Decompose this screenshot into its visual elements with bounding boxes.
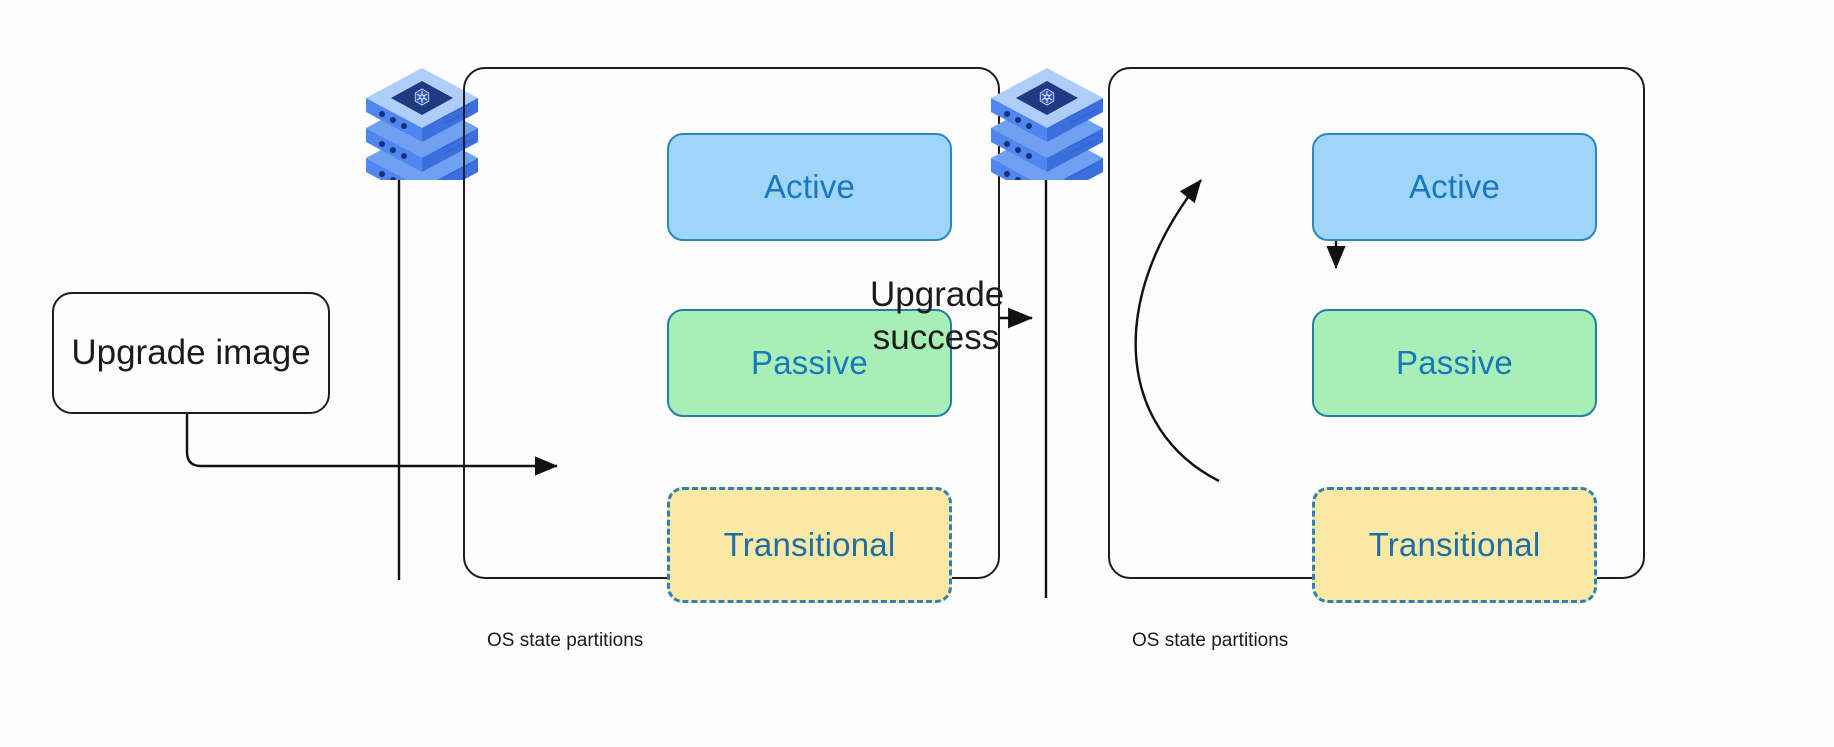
state-label-passive-before: Passive — [751, 344, 868, 381]
state-label-active-after: Active — [1408, 168, 1501, 205]
transition-label-line2: success — [872, 317, 1000, 357]
state-box-transitional-after[interactable]: Transitional — [1312, 487, 1597, 603]
state-label-passive-after: Passive — [1396, 344, 1513, 381]
state-box-active-after[interactable]: Active — [1312, 133, 1597, 241]
state-box-passive-before[interactable]: Passive — [667, 309, 952, 417]
transition-label-line1: Upgrade — [870, 275, 1005, 314]
state-box-transitional-before[interactable]: Transitional — [667, 487, 952, 603]
state-label-transitional-after: Transitional — [1368, 526, 1541, 563]
kubernetes-server-stack-icon-after — [985, 40, 1109, 202]
state-label-active-before: Active — [763, 168, 856, 205]
panel-caption-after: OS state partitions — [1132, 630, 1289, 651]
panel-caption-before: OS state partitions — [487, 630, 644, 651]
upgrade-image-box[interactable]: Upgrade image — [52, 292, 330, 414]
state-label-transitional-before: Transitional — [723, 526, 896, 563]
state-box-active-before[interactable]: Active — [667, 133, 952, 241]
upgrade-image-label: Upgrade image — [71, 333, 311, 372]
transition-label: Upgrade success — [870, 274, 1005, 359]
state-box-passive-after[interactable]: Passive — [1312, 309, 1597, 417]
